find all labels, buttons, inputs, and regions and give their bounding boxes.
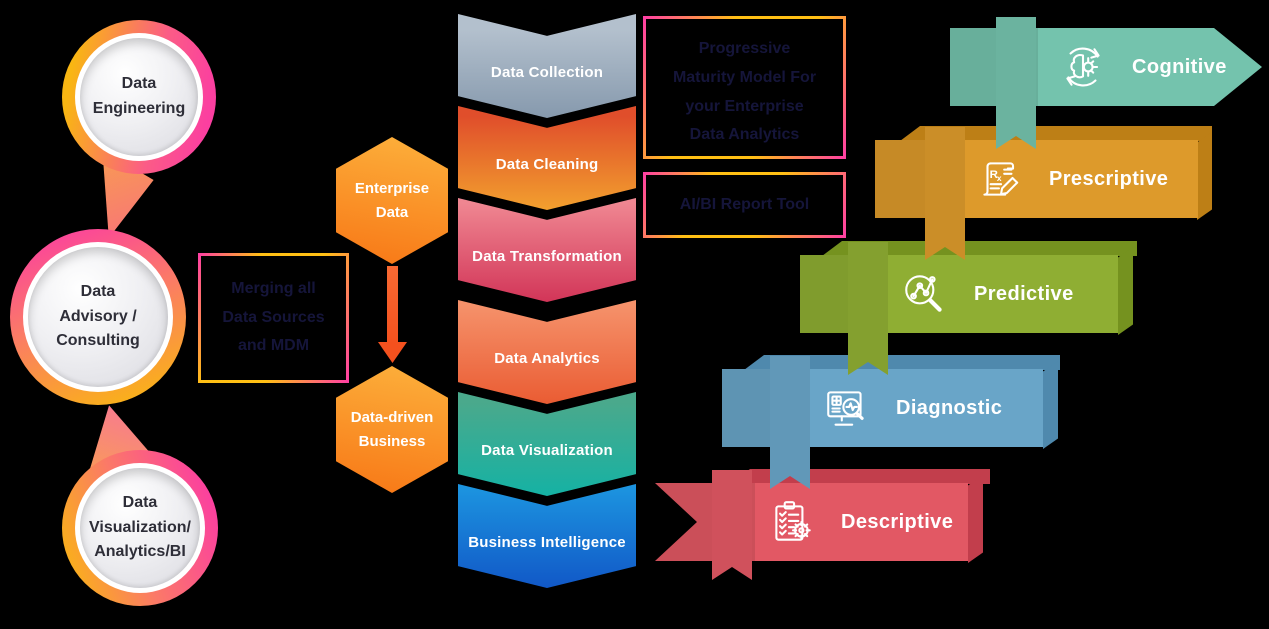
chevron-label: Business Intelligence bbox=[468, 533, 626, 551]
ribbon-sideface bbox=[1197, 132, 1212, 220]
chevron-data-transformation: Data Transformation bbox=[458, 198, 636, 302]
pin-disc: Data Engineering bbox=[80, 38, 198, 156]
ribbon-descriptive: Descriptive bbox=[655, 483, 968, 561]
checklist-gear-icon bbox=[775, 501, 811, 541]
chevron-label: Data Cleaning bbox=[495, 155, 599, 173]
monitor-pulse-icon bbox=[827, 391, 864, 426]
ribbon-topface bbox=[900, 126, 1212, 141]
pin-label: Data Engineering bbox=[92, 75, 186, 117]
callout-report-tool: AI/BI Report Tool bbox=[643, 172, 846, 238]
callout-maturity-model: Progressive Maturity Model For your Ente… bbox=[643, 16, 846, 159]
pin-label: Data Advisory / Consulting bbox=[56, 282, 140, 350]
hexagon-label: Data-driven Business bbox=[350, 408, 434, 450]
ribbon-topface bbox=[730, 469, 990, 484]
flow-arrow-head-icon bbox=[378, 342, 407, 363]
ribbon-fold bbox=[712, 470, 752, 580]
ribbon-fold bbox=[848, 242, 888, 375]
chevron-data-visualization: Data Visualization bbox=[458, 392, 636, 496]
pin-disc: Data Visualization/ Analytics/BI bbox=[80, 468, 200, 588]
brain-cycle-icon bbox=[1058, 42, 1108, 92]
callout-text: Progressive Maturity Model For your Ente… bbox=[672, 40, 817, 144]
chevron-data-cleaning: Data Cleaning bbox=[458, 106, 636, 210]
ribbon-topface bbox=[744, 355, 1060, 370]
hexagon-label: Enterprise Data bbox=[354, 179, 430, 221]
pin-ring: Data Engineering bbox=[62, 20, 216, 174]
chevron-data-collection: Data Collection bbox=[458, 14, 636, 118]
service-pin-data-advisory: Data Advisory / Consulting bbox=[10, 229, 186, 405]
flow-arrow bbox=[387, 266, 398, 344]
chevron-label: Data Transformation bbox=[472, 247, 622, 265]
chevron-label: Data Visualization bbox=[481, 441, 613, 459]
chevron-data-analytics: Data Analytics bbox=[458, 300, 636, 404]
pin-ring: Data Advisory / Consulting bbox=[10, 229, 186, 405]
ribbon-sideface bbox=[1118, 247, 1133, 335]
callout-text: AI/BI Report Tool bbox=[679, 195, 810, 213]
chevron-label: Data Analytics bbox=[494, 349, 600, 367]
service-pin-data-visualization: Data Visualization/ Analytics/BI bbox=[62, 405, 218, 606]
svg-text:R: R bbox=[990, 169, 999, 181]
ribbon-label: Predictive bbox=[974, 282, 1074, 305]
ribbon-label: Descriptive bbox=[841, 510, 954, 533]
service-pin-data-engineering: Data Engineering bbox=[62, 20, 216, 238]
pin-label: Data Visualization/ Analytics/BI bbox=[89, 493, 191, 561]
ribbon-sideface bbox=[1043, 361, 1058, 449]
callout-data-sources: Merging all Data Sources and MDM bbox=[198, 253, 349, 383]
ribbon-fold bbox=[925, 127, 965, 260]
svg-text:x: x bbox=[997, 173, 1002, 183]
chevron-business-intelligence: Business Intelligence bbox=[458, 484, 636, 588]
ribbon-label: Prescriptive bbox=[1049, 167, 1169, 190]
ribbon-topface bbox=[822, 241, 1137, 256]
pin-disc: Data Advisory / Consulting bbox=[28, 247, 168, 387]
pin-ring: Data Visualization/ Analytics/BI bbox=[62, 450, 218, 606]
ribbon-fold bbox=[996, 17, 1036, 149]
ribbon-label: Cognitive bbox=[1132, 55, 1227, 78]
ribbon-label: Diagnostic bbox=[896, 396, 1003, 419]
ribbon-predictive: Predictive bbox=[800, 255, 1118, 333]
hexagon-enterprise-data: Enterprise Data bbox=[336, 137, 448, 264]
ribbon-sideface bbox=[968, 475, 983, 563]
chevron-label: Data Collection bbox=[490, 63, 604, 81]
hexagon-data-driven-business: Data-driven Business bbox=[336, 366, 448, 493]
ribbon-fold bbox=[770, 356, 810, 489]
callout-text: Merging all Data Sources and MDM bbox=[222, 279, 325, 355]
magnifier-chart-icon bbox=[905, 275, 942, 312]
